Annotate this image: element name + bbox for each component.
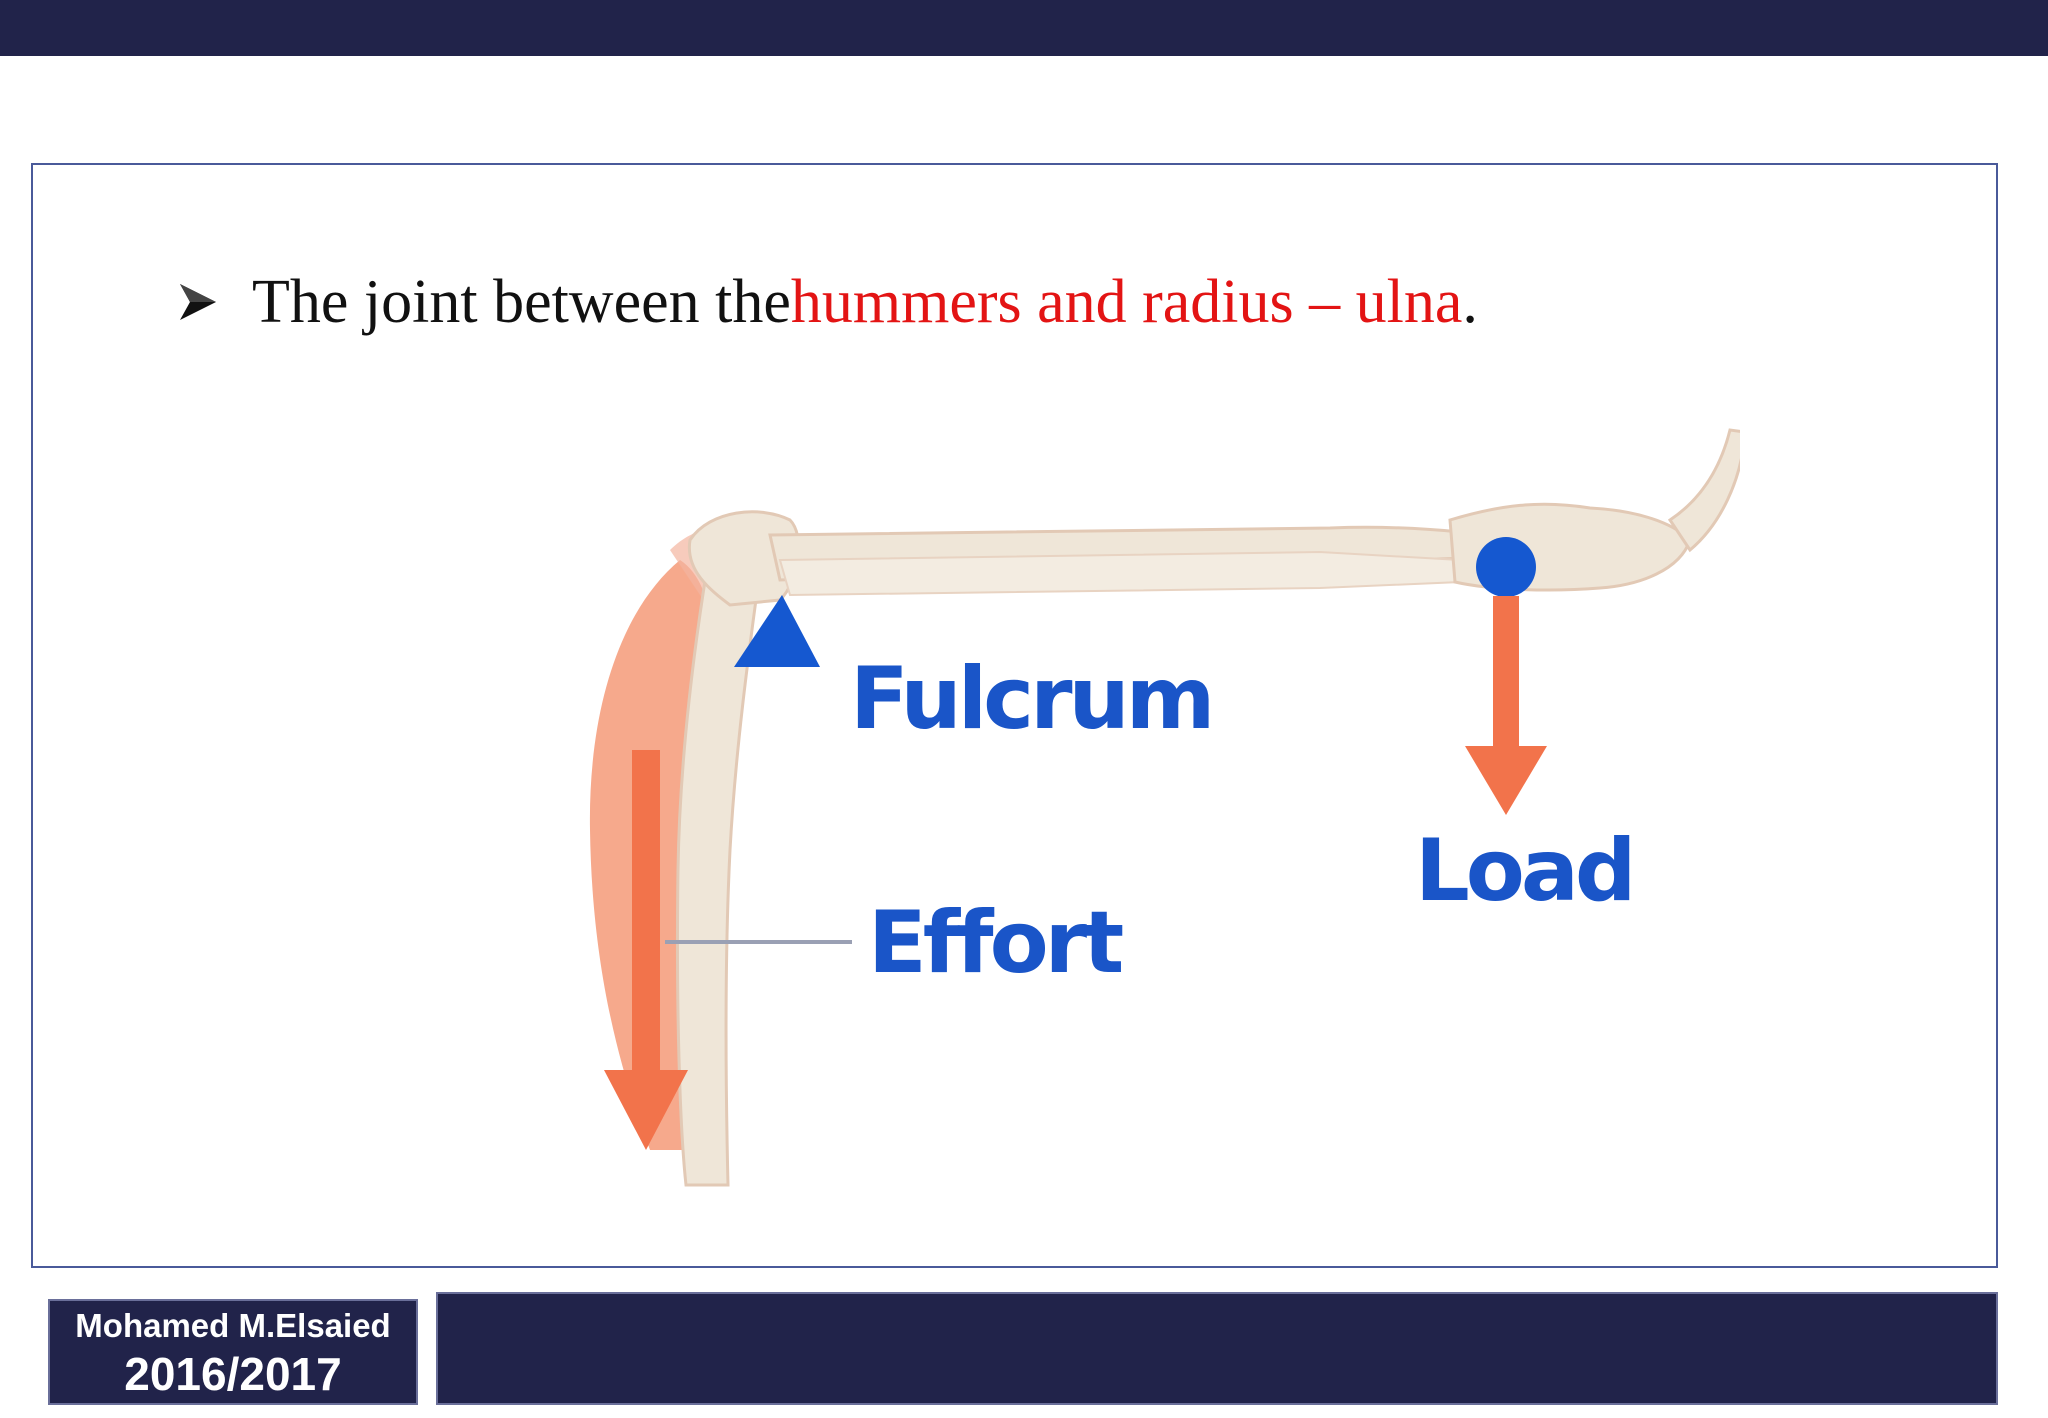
lever-arm-diagram: Fulcrum Load Effort [589, 428, 1740, 1187]
footer-bar [436, 1292, 1998, 1405]
effort-arrow-shaft [632, 750, 660, 1070]
fulcrum-triangle [734, 595, 820, 667]
load-label: Load [1415, 821, 1632, 921]
load-point-dot [1476, 537, 1536, 597]
top-header-bar [0, 0, 2048, 56]
bullet-point: The joint between the hummers and radius… [176, 262, 1478, 342]
bullet-text: The joint between the [252, 267, 791, 336]
author-name: Mohamed M.Elsaied [75, 1307, 391, 1344]
footer-author-box: Mohamed M.Elsaied 2016/2017 [48, 1299, 418, 1405]
load-arrow-head [1465, 746, 1547, 815]
author-year: 2016/2017 [124, 1348, 342, 1400]
content-frame [31, 163, 1998, 1268]
effort-arrow-head [604, 1070, 688, 1150]
humerus-bone [675, 547, 762, 1187]
forearm-radius-bone [778, 550, 1461, 597]
finger-bones [1667, 428, 1740, 553]
bullet-text-end: . [1462, 267, 1478, 336]
arrowhead-bullet-icon [180, 284, 216, 320]
load-arrow-shaft [1493, 596, 1519, 746]
effort-label: Effort [868, 893, 1123, 993]
fulcrum-label: Fulcrum [850, 649, 1211, 749]
bullet-highlight-text: hummers and radius – ulna [790, 267, 1463, 336]
